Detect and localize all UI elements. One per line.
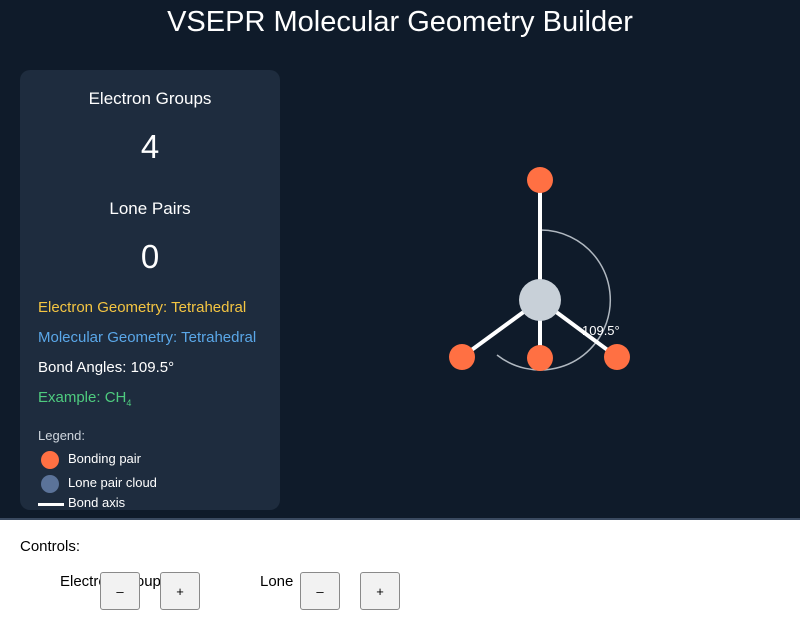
electron-groups-label: Electron Groups xyxy=(88,89,212,108)
lone-pairs-control-label: Lone xyxy=(260,573,294,590)
lone-pairs-increment-button[interactable]: + xyxy=(360,572,400,610)
bond-angle-label: 109.5° xyxy=(582,323,620,338)
central-atom xyxy=(519,279,561,321)
electron-groups-increment-button[interactable]: + xyxy=(160,572,200,610)
page-title: VSEPR Molecular Geometry Builder xyxy=(167,6,633,38)
legend-label: Lone pair cloud xyxy=(68,475,157,490)
bonding-atom xyxy=(527,345,553,371)
example-subscript: 4 xyxy=(126,398,132,408)
example-prefix: Example: CH xyxy=(38,389,127,406)
legend-label: Bonding pair xyxy=(68,451,141,466)
legend-title: Legend: xyxy=(38,428,85,443)
bond-axis-line-icon xyxy=(38,503,64,506)
bond-angles-text: Bond Angles: 109.5° xyxy=(38,359,175,376)
bonding-atom xyxy=(527,167,553,193)
lone-pairs-decrement-button[interactable]: – xyxy=(300,572,340,610)
example-text: Example: CH4 xyxy=(38,389,131,408)
bond-angle-arc xyxy=(496,229,612,371)
bonding-atom xyxy=(604,344,630,370)
electron-groups-value: 4 xyxy=(140,128,160,165)
electron-groups-decrement-button[interactable]: – xyxy=(100,572,140,610)
controls-title: Controls: xyxy=(20,538,81,555)
lone-pairs-value: 0 xyxy=(140,238,160,275)
legend-label: Bond axis xyxy=(68,495,126,510)
molecular-geometry-text: Molecular Geometry: Tetrahedral xyxy=(38,329,257,346)
controls-panel: Controls: Electron Groups – + Lone – + xyxy=(0,518,800,642)
electron-geometry-text: Electron Geometry: Tetrahedral xyxy=(38,299,247,316)
molecule-view: 109.5° xyxy=(449,167,630,371)
lone-pair-cloud-dot-icon xyxy=(41,475,59,493)
bonding-atom xyxy=(449,344,475,370)
bonding-pair-dot-icon xyxy=(41,451,59,469)
lone-pairs-label: Lone Pairs xyxy=(109,199,191,218)
info-panel: Electron Groups 4 Lone Pairs 0 Electron … xyxy=(20,70,280,510)
